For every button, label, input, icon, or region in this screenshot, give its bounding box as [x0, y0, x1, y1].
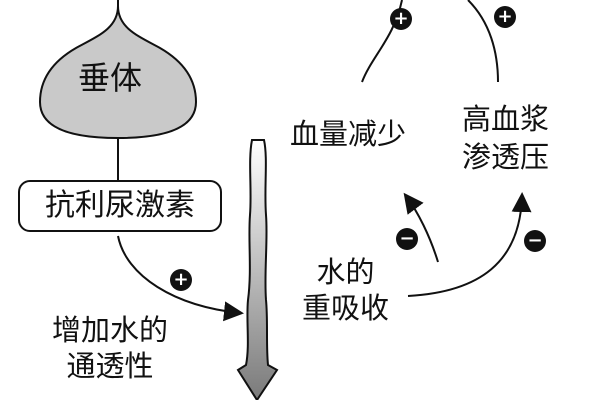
blood-volume-label: 血量减少 [290, 117, 407, 151]
top-right-curve [467, 0, 499, 83]
plasma-pressure-label: 高血浆 渗透压 [462, 100, 549, 176]
permeability-line-2: 通透性 [66, 349, 154, 383]
reabsorption-to-pressure-arrow [407, 192, 532, 297]
tubule-shape [236, 139, 279, 400]
plus-sign-top-right: + [494, 6, 516, 28]
plasma-line-1: 高血浆 [462, 102, 550, 136]
minus-sign-volume: − [396, 228, 418, 250]
reabsorption-line-1: 水的 [316, 255, 375, 289]
adh-box: 抗利尿激素 [18, 180, 222, 232]
permeability-line-1: 增加水的 [52, 313, 169, 347]
adh-to-tubule-arrow [117, 235, 244, 322]
plasma-line-2: 渗透压 [462, 140, 550, 174]
adh-label: 抗利尿激素 [45, 187, 195, 223]
reabsorption-to-volume-arrow [403, 192, 439, 263]
reabsorption-label: 水的 重吸收 [302, 254, 389, 326]
minus-sign-pressure: − [524, 230, 546, 252]
reabsorption-line-2: 重吸收 [302, 291, 390, 325]
plus-sign-adh: + [170, 269, 192, 291]
plus-sign-top-left: + [390, 8, 412, 30]
permeability-label: 增加水的 通透性 [52, 312, 168, 384]
pituitary-label: 垂体 [78, 59, 143, 97]
